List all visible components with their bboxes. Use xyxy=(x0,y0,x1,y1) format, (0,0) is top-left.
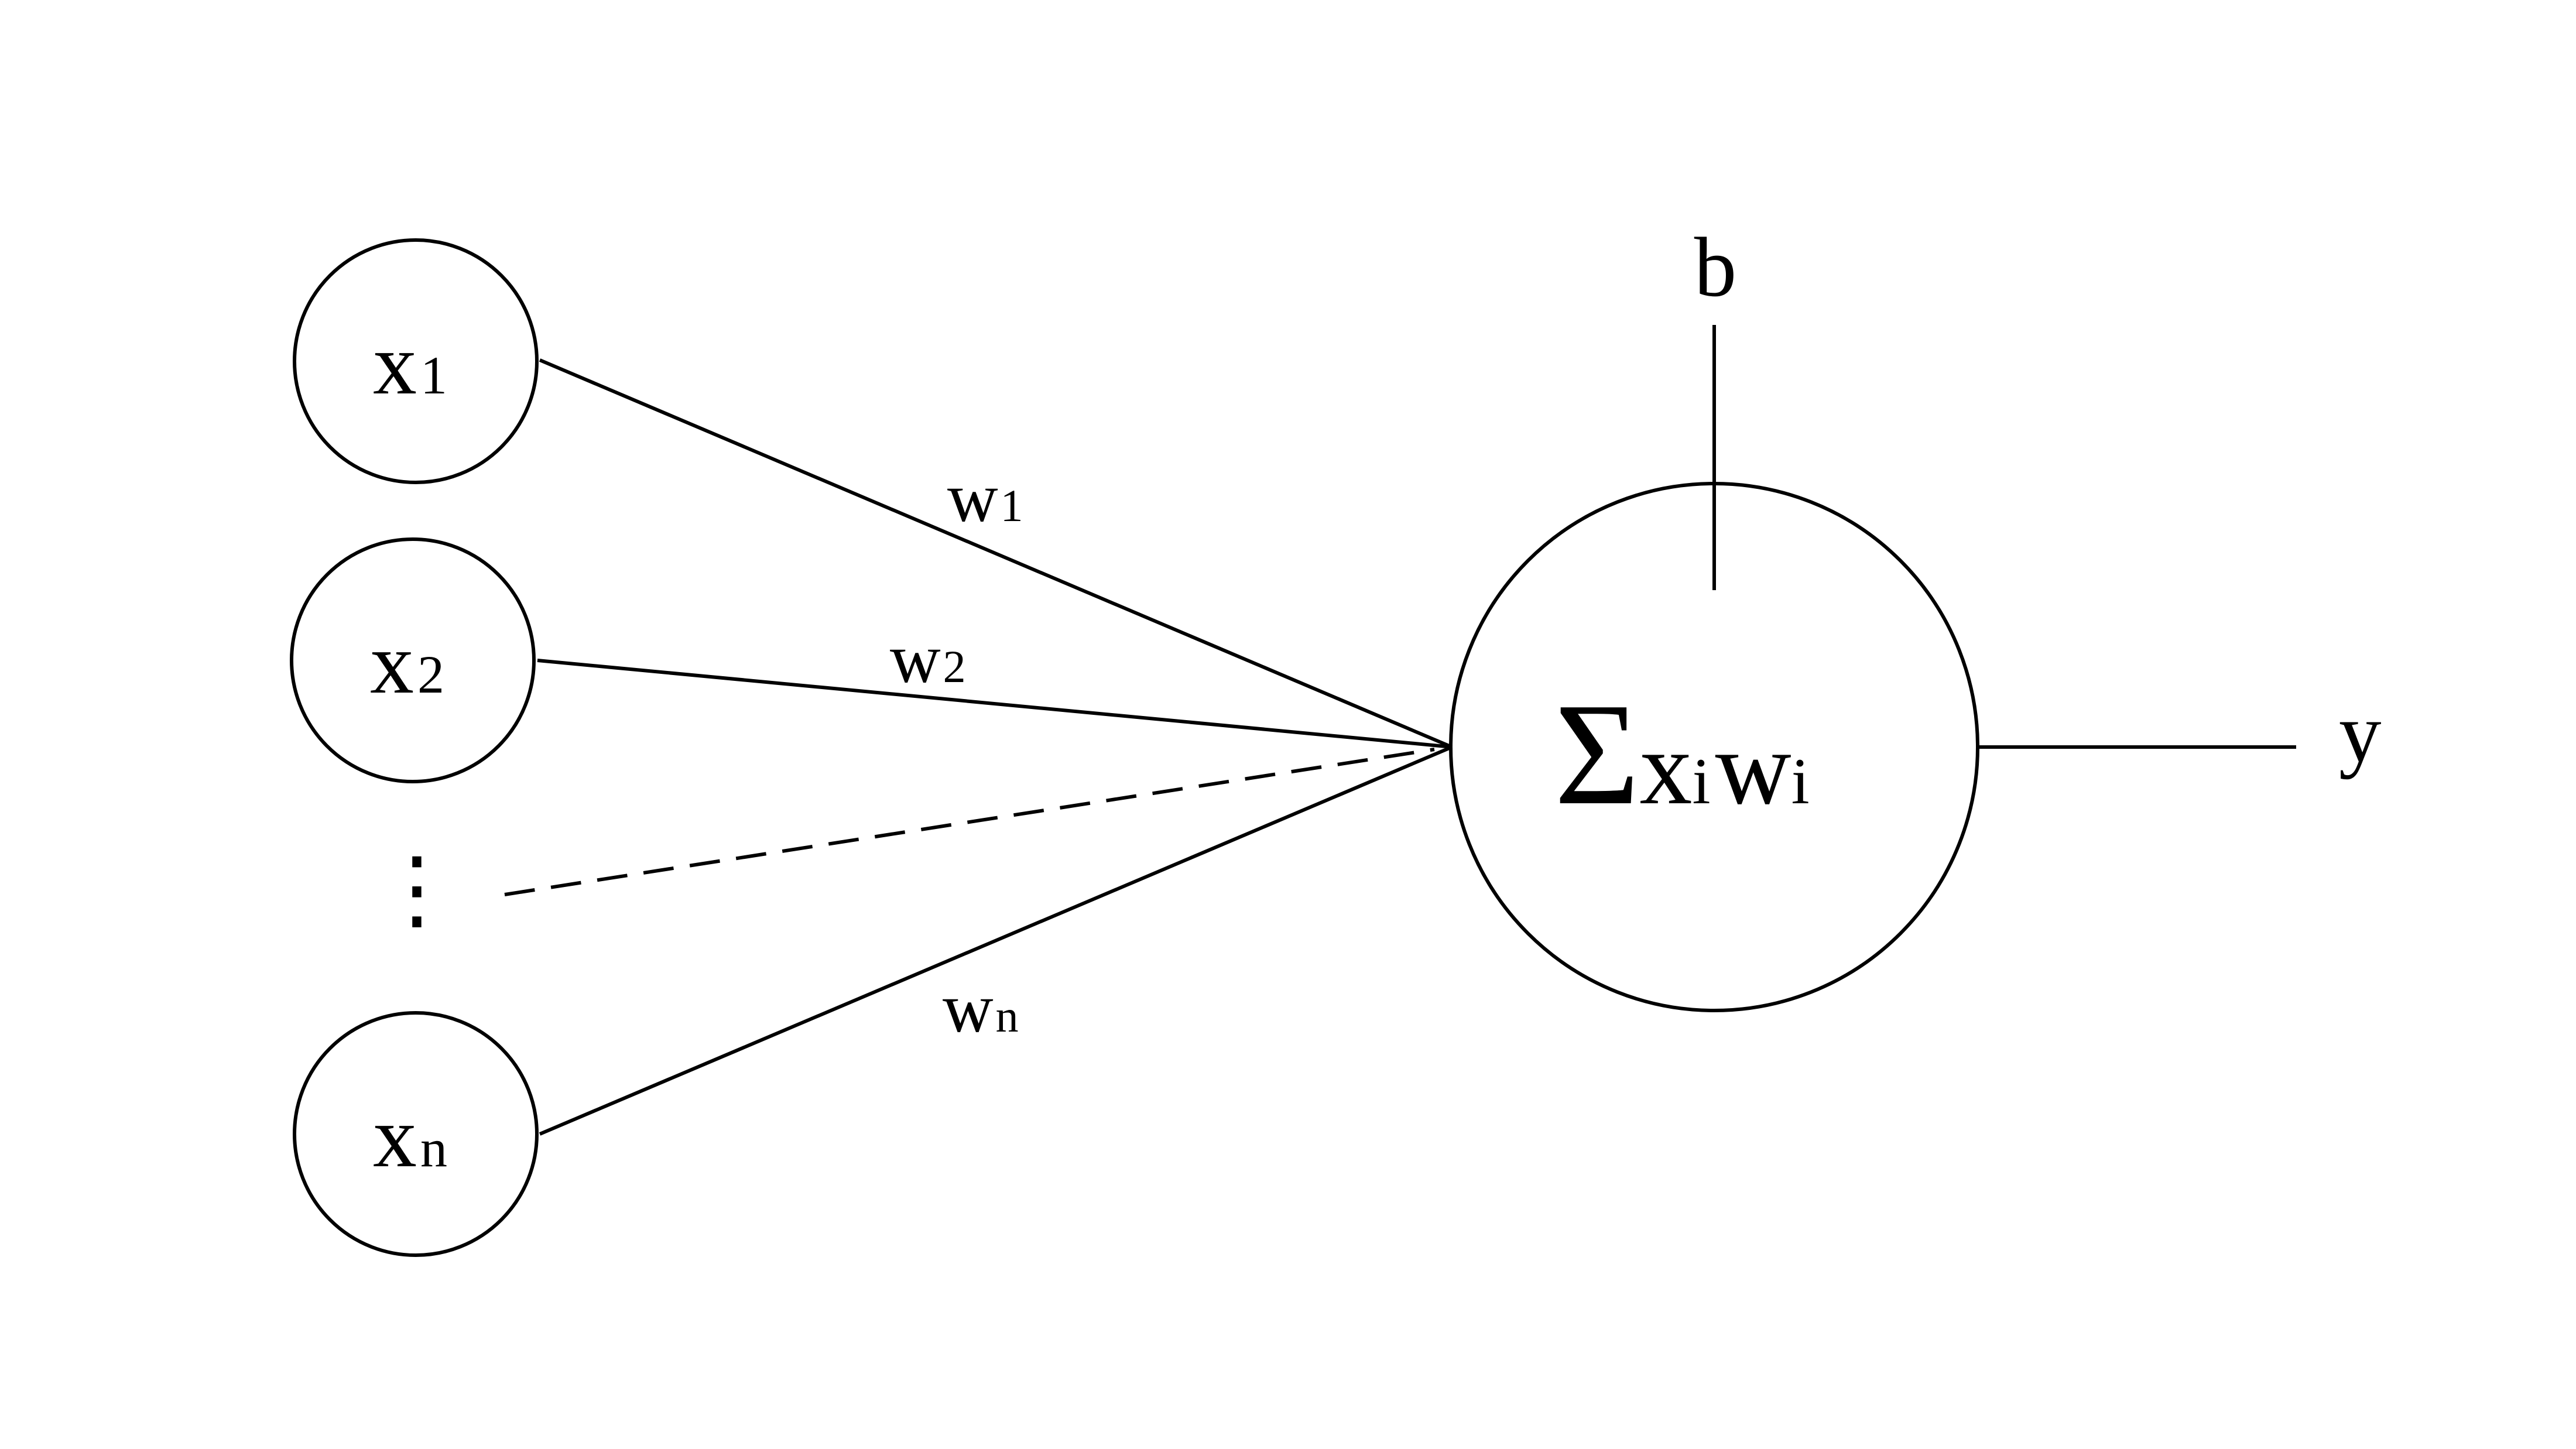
input-label-x1: x1 xyxy=(373,316,447,413)
edge-xn-to-neuron xyxy=(539,745,1453,1136)
neuron-node xyxy=(1449,482,1979,1012)
input-node-x2 xyxy=(290,537,536,783)
edge-dashed-to-neuron xyxy=(504,748,1435,896)
input-ellipsis: ⋮ xyxy=(373,841,461,938)
weight-label-w1: w1 xyxy=(947,458,1023,536)
weight-label-w2: w2 xyxy=(890,619,966,697)
weight-label-wn: wn xyxy=(943,969,1019,1047)
input-node-x1 xyxy=(293,238,539,484)
edge-x2-to-neuron xyxy=(537,659,1453,749)
neuron-formula: Σxiwi xyxy=(1554,673,1810,835)
input-node-xn xyxy=(293,1011,539,1257)
input-label-x2: x2 xyxy=(370,615,444,712)
input-label-xn: xn xyxy=(373,1088,447,1186)
bias-label: b xyxy=(1694,221,1737,314)
edge-x1-to-neuron xyxy=(539,358,1453,749)
output-label: y xyxy=(2339,686,2382,780)
